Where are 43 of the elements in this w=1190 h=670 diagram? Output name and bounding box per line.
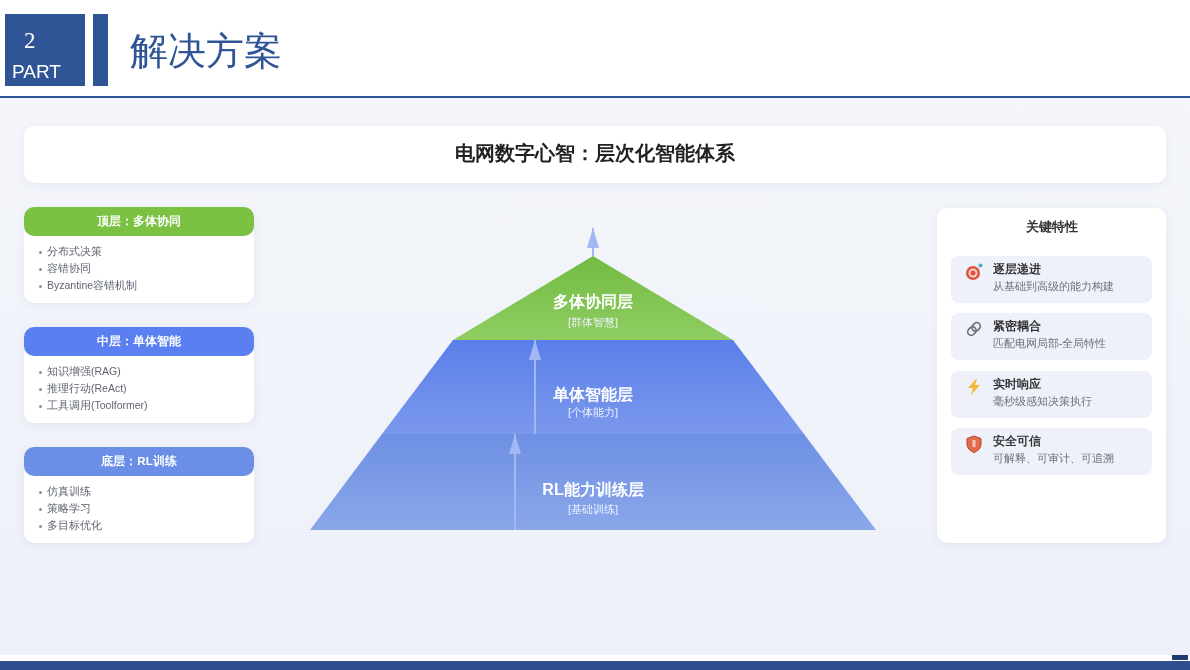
bullet-item: 知识增强(RAG) [38, 365, 121, 378]
feature-desc: 可解释、可审计、可追溯 [993, 452, 1114, 465]
bullet-item: 策略学习 [38, 502, 91, 515]
banner-title: 电网数字心智：层次化智能体系 [455, 141, 735, 165]
layer-title: RL能力训练层 [542, 480, 644, 500]
page-title: 解决方案 [130, 29, 282, 75]
card-header: 中层：单体智能 [24, 327, 254, 356]
feature-card [951, 428, 1152, 475]
badge-label: PART [12, 61, 61, 84]
part-badge [5, 14, 85, 86]
bullet-item: 仿真训练 [38, 485, 91, 498]
arrow [587, 227, 599, 257]
arrow [509, 433, 521, 531]
bullet-item: Byzantine容错机制 [38, 279, 138, 292]
bullet-item: 分布式决策 [38, 245, 102, 258]
feature-title: 实时响应 [993, 378, 1041, 392]
card-header: 底层：RL训练 [24, 447, 254, 476]
layer-subtitle: [群体智慧] [567, 316, 619, 330]
feature-desc: 从基础到高级的能力构建 [993, 280, 1114, 293]
layer-title: 多体协同层 [553, 292, 633, 312]
panel-title: 关键特性 [1025, 219, 1078, 235]
info-card [24, 207, 254, 303]
feature-title: 安全可信 [993, 435, 1041, 449]
feature-card [951, 313, 1152, 360]
bullet-item: 容错协同 [38, 262, 91, 275]
info-card [24, 327, 254, 423]
feature-card [951, 256, 1152, 303]
layer-subtitle: [个体能力] [567, 406, 619, 420]
feature-title: 紧密耦合 [993, 320, 1041, 334]
bullet-item: 推理行动(ReAct) [38, 382, 127, 395]
feature-desc: 匹配电网局部-全局特性 [993, 337, 1107, 350]
info-card [24, 447, 254, 543]
feature-title: 逐层递进 [993, 263, 1041, 277]
arrow [529, 339, 541, 435]
bullet-item: 多目标优化 [38, 519, 102, 532]
layer-subtitle: [基础训练] [567, 503, 619, 517]
layer-title: 单体智能层 [553, 385, 633, 405]
feature-card [951, 371, 1152, 418]
feature-panel [937, 208, 1166, 543]
bullet-item: 工具调用(Toolformer) [38, 399, 148, 412]
feature-desc: 毫秒级感知决策执行 [993, 395, 1092, 408]
badge-number: 2 [24, 27, 36, 55]
card-header: 顶层：多体协同 [24, 207, 254, 236]
